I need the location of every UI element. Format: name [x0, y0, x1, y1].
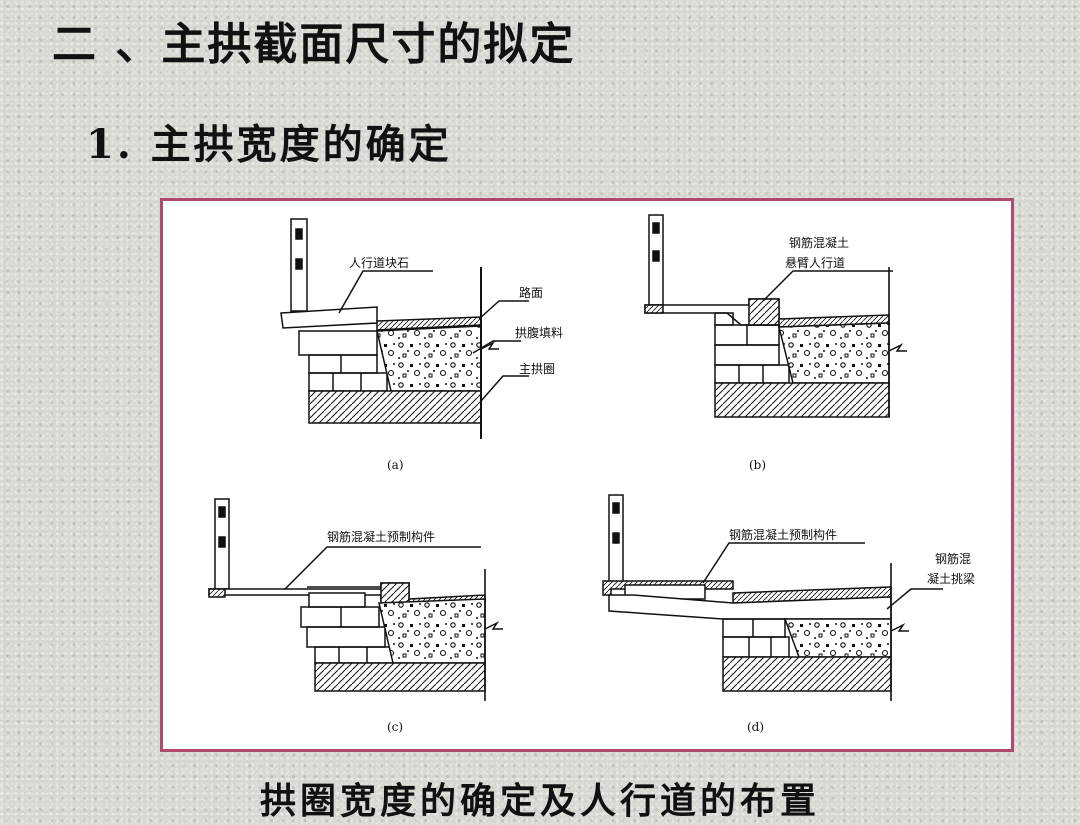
sublabel-b: (b) — [749, 458, 766, 472]
sublabel-d: (d) — [747, 720, 764, 734]
label-main-arch: 主拱圈 — [519, 362, 555, 376]
label-rc-line1: 钢筋混凝土 — [789, 235, 849, 250]
label-sidewalk-block: 人行道块石 — [349, 256, 409, 270]
label-pavement: 路面 — [519, 285, 543, 300]
label-precast-d: 钢筋混凝土预制构件 — [729, 527, 837, 542]
label-beam-line2: 凝土挑梁 — [927, 571, 975, 586]
label-rc-line2: 悬臂人行道 — [785, 256, 845, 270]
section-subtitle: 1. 主拱宽度的确定 — [86, 121, 452, 168]
panel-c — [208, 498, 503, 701]
label-precast-c: 钢筋混凝土预制构件 — [327, 529, 435, 544]
sublabel-c: (c) — [387, 720, 403, 734]
label-beam-line1: 钢筋混 — [935, 551, 971, 566]
figure-caption: 拱圈宽度的确定及人行道的布置 — [259, 780, 820, 822]
panel-d — [602, 494, 943, 701]
sublabel-a: (a) — [387, 458, 404, 472]
figure-frame: 人行道块石 路面 拱腹填料 主拱圈 (a) 钢筋混凝土 悬臂人行道 (b) 钢筋… — [160, 198, 1014, 752]
label-fill: 拱腹填料 — [515, 326, 563, 340]
panel-a — [280, 218, 529, 439]
slide-title: 二 、主拱截面尺寸的拟定 — [52, 19, 576, 70]
panel-b — [644, 214, 907, 418]
cross-section-diagram: 人行道块石 路面 拱腹填料 主拱圈 (a) 钢筋混凝土 悬臂人行道 (b) 钢筋… — [208, 214, 975, 734]
